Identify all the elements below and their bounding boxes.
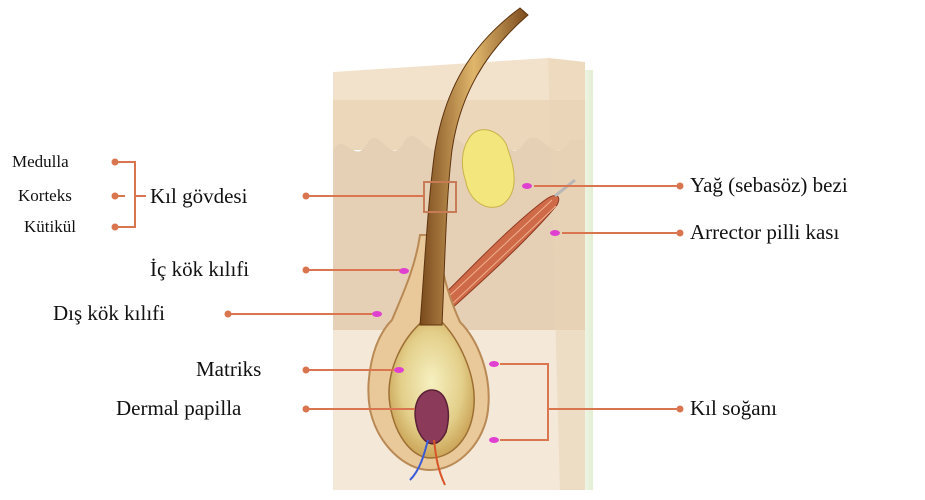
label-dermal-papilla: Dermal papilla (116, 398, 241, 419)
label-kil-sogani: Kıl soğanı (690, 398, 777, 419)
dot-yag-bezi (522, 183, 532, 189)
label-yag-bezi: Yağ (sebasöz) bezi (690, 175, 848, 196)
label-matriks: Matriks (196, 359, 261, 380)
dot-arrector (550, 230, 560, 236)
label-korteks: Korteks (18, 187, 72, 204)
label-arrector: Arrector pilli kası (690, 222, 839, 243)
dot-dis-kok (372, 311, 382, 317)
dot-matriks (394, 367, 404, 373)
label-medulla: Medulla (12, 153, 69, 170)
dermis-layer (333, 136, 585, 335)
dot-sogan-2 (489, 437, 499, 443)
label-kutikul: Kütikül (24, 218, 76, 235)
label-ic-kok-kilifi: İç kök kılıfi (150, 259, 249, 280)
dot-ic-kok (399, 268, 409, 274)
label-dis-kok-kilifi: Dış kök kılıfi (53, 303, 165, 324)
label-kil-govdesi: Kıl gövdesi (150, 186, 247, 207)
dot-sogan-1 (489, 361, 499, 367)
